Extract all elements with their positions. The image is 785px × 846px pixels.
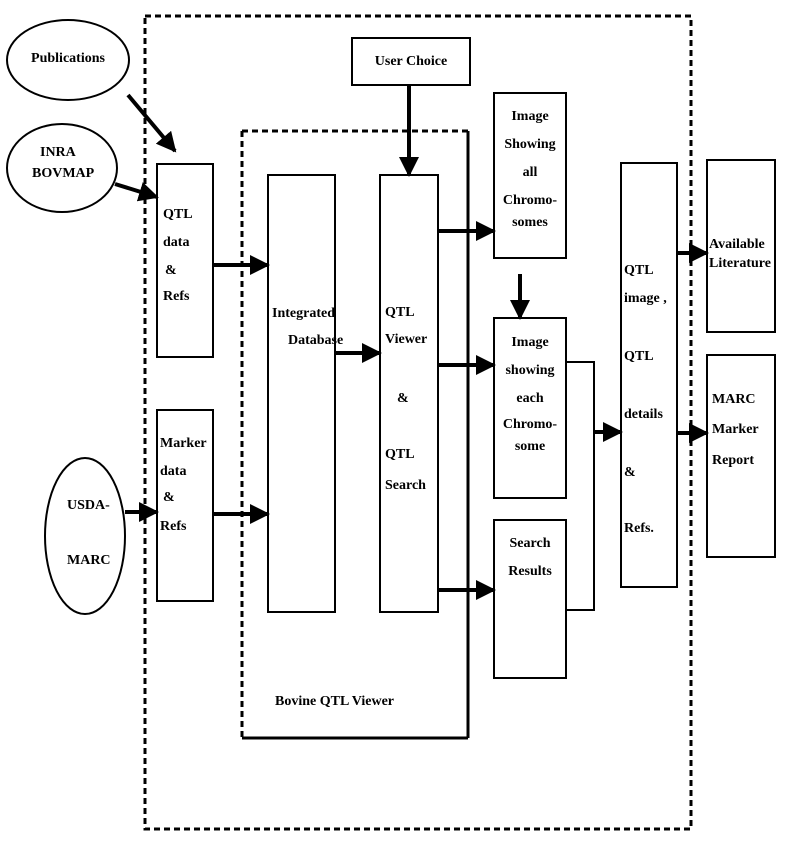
qtl-viewer-box	[379, 174, 439, 613]
integrated-database-box	[267, 174, 336, 613]
flow-arrows	[114, 85, 709, 600]
inra-label: INRA	[40, 145, 76, 160]
qtl-details-line: Refs.	[624, 521, 654, 536]
search-results-line: Results	[508, 564, 552, 579]
qtl-details-box	[620, 162, 678, 588]
usda-label: USDA-	[67, 498, 110, 513]
user-choice-box	[351, 37, 471, 86]
search-results-box	[493, 519, 567, 679]
arrow-inra-to-qtl-data	[114, 182, 159, 202]
qtl-data-line: QTL	[163, 207, 193, 222]
integrated-database-line: Integrated	[272, 306, 335, 321]
user-choice-label: User Choice	[374, 54, 448, 69]
each-chromosome-line: each	[516, 391, 544, 406]
each-chromosome-line: Image	[511, 335, 549, 350]
marker-data-line: Marker	[160, 436, 207, 451]
marc-report-line: Report	[712, 453, 754, 468]
qtl-details-line: QTL	[624, 349, 654, 364]
qtl-viewer-line: &	[397, 391, 409, 406]
qtl-details-line: &	[624, 465, 636, 480]
publications-ellipse	[6, 19, 130, 101]
qtl-viewer-line: QTL	[385, 447, 415, 462]
qtl-viewer-line: Viewer	[385, 332, 428, 347]
each-chromosome-box	[493, 317, 567, 499]
marc-label: MARC	[67, 553, 111, 568]
qtl-details-line: details	[624, 407, 663, 422]
literature-line: Literature	[709, 256, 771, 271]
qtl-viewer-line: QTL	[385, 305, 415, 320]
marc-report-box	[706, 354, 776, 558]
qtl-data-line: data	[163, 235, 190, 250]
qtl-viewer-line: Search	[385, 478, 426, 493]
each-chromosome-line: some	[514, 439, 546, 454]
all-chromosomes-line: Showing	[504, 137, 556, 152]
all-chromosomes-line: somes	[512, 215, 548, 230]
marc-report-line: MARC	[712, 392, 756, 407]
each-chromosome-line: Chromo-	[502, 417, 558, 432]
all-chromosomes-line: Chromo-	[502, 193, 558, 208]
qtl-data-box	[156, 163, 214, 358]
qtl-details-line: image ,	[624, 291, 667, 306]
viewer-container	[240, 129, 470, 740]
bovmap-label: BOVMAP	[32, 166, 95, 181]
qtl-details-line: QTL	[624, 263, 654, 278]
qtl-data-line: &	[165, 263, 177, 278]
literature-line: Available	[709, 237, 765, 252]
outer-boundary	[143, 14, 693, 831]
marker-data-line: Refs	[160, 519, 187, 534]
results-bracket	[566, 361, 595, 611]
publications-label: Publications	[31, 51, 105, 66]
search-results-line: Search	[509, 536, 551, 551]
each-chromosome-line: showing	[505, 363, 555, 378]
integrated-database-line: Database	[288, 333, 344, 348]
arrow-publications-to-qtl-data	[126, 93, 177, 153]
qtl-data-line: Refs	[163, 289, 190, 304]
marker-data-line: &	[163, 490, 175, 505]
inra-bovmap-ellipse	[6, 123, 118, 213]
marker-data-line: data	[160, 464, 187, 479]
bovine-qtl-viewer-label: Bovine QTL Viewer	[275, 694, 394, 709]
all-chromosomes-line: all	[522, 165, 538, 180]
marc-report-line: Marker	[712, 422, 759, 437]
usda-marc-ellipse	[44, 457, 126, 615]
literature-box	[706, 159, 776, 333]
all-chromosomes-line: Image	[511, 109, 549, 124]
all-chromosomes-box	[493, 92, 567, 259]
